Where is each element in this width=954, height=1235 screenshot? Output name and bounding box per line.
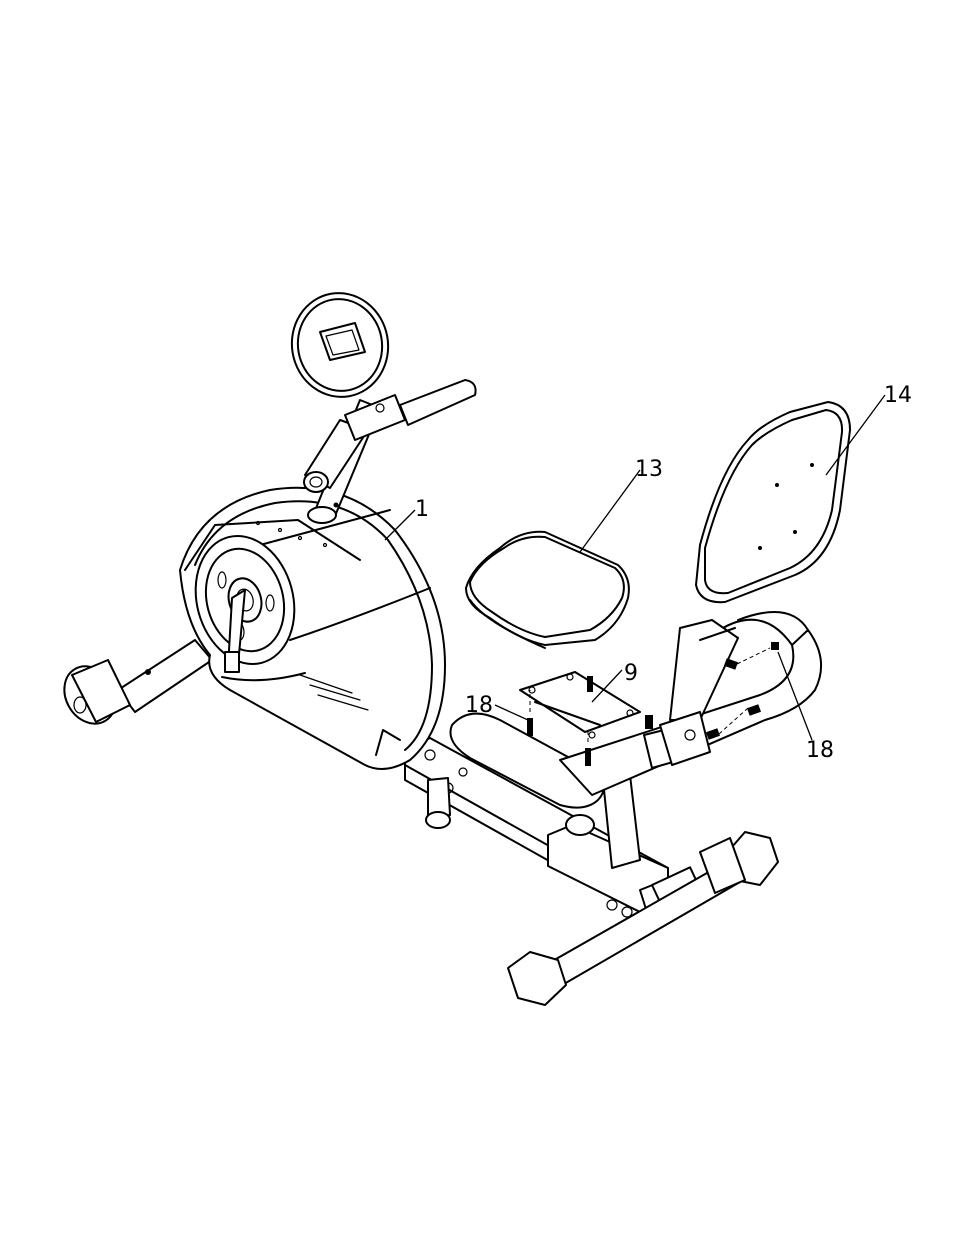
- front-stabilizer: [54, 640, 212, 733]
- callout-1: 1: [415, 497, 429, 522]
- backrest-cushion: [696, 402, 850, 602]
- leader-13: [580, 470, 640, 552]
- console-display: [284, 285, 397, 404]
- callout-14: 14: [884, 383, 912, 408]
- backrest-bracket: [660, 620, 738, 765]
- callout-18a: 18: [465, 693, 493, 718]
- leader-18a: [495, 705, 528, 720]
- callout-13: 13: [635, 457, 663, 482]
- callout-18b: 18: [806, 738, 834, 763]
- seat-bracket: [520, 672, 640, 738]
- seat-cushion: [466, 532, 629, 648]
- callout-9: 9: [624, 661, 638, 686]
- console-mast: [304, 380, 476, 523]
